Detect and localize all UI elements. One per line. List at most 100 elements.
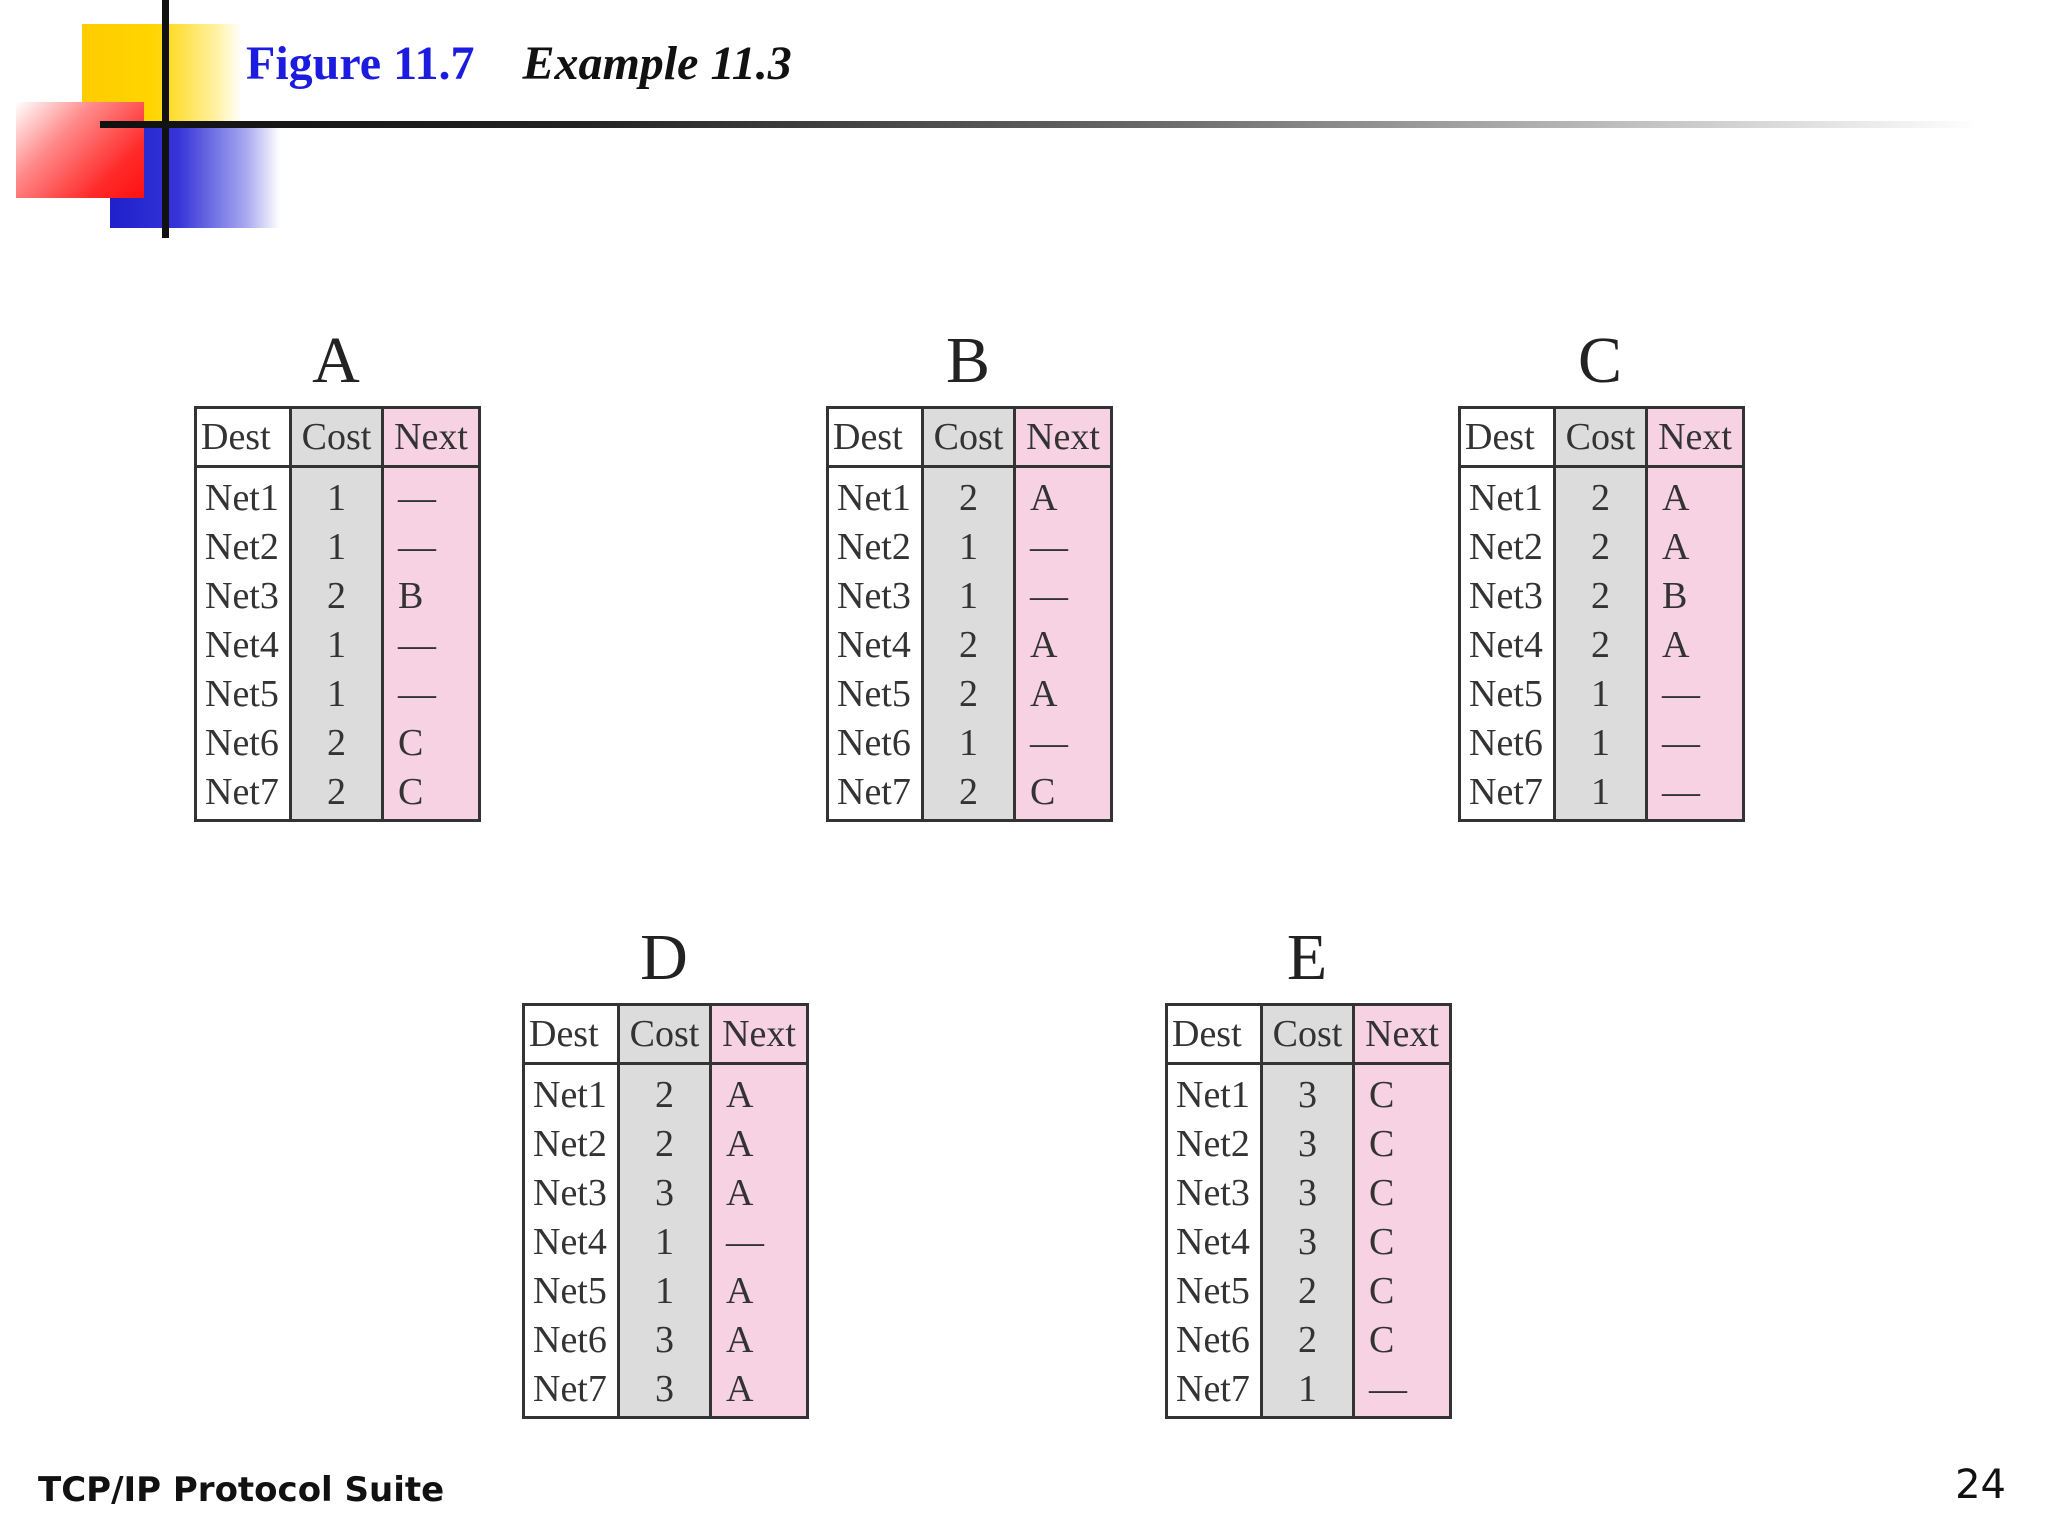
cost-cell: 1 — [1553, 670, 1648, 719]
dest-cell: Net5 — [522, 1267, 620, 1316]
next-hop-cell: C — [1013, 768, 1113, 821]
dest-cell: Net4 — [1458, 621, 1556, 670]
cost-header: Cost — [289, 406, 384, 468]
dest-cell: Net3 — [1165, 1169, 1263, 1218]
next-hop-cell: — — [381, 523, 481, 572]
next-hop-cell: A — [709, 1169, 809, 1218]
dest-cell: Net7 — [1165, 1365, 1263, 1418]
figure-label: Figure 11.7 — [246, 37, 475, 90]
cost-cell: 3 — [617, 1316, 712, 1365]
cost-cell: 1 — [289, 466, 384, 523]
next-hop-cell: A — [1013, 621, 1113, 670]
cost-cell: 3 — [1260, 1120, 1355, 1169]
cost-header: Cost — [1260, 1003, 1355, 1065]
next-hop-cell: A — [1645, 621, 1745, 670]
cost-cell: 1 — [921, 719, 1016, 768]
next-hop-cell: A — [1013, 466, 1113, 523]
next-header: Next — [1645, 406, 1745, 468]
cost-cell: 1 — [1553, 768, 1648, 821]
dest-header: Dest — [194, 406, 292, 468]
dest-cell: Net5 — [194, 670, 292, 719]
next-hop-cell: — — [1645, 768, 1745, 821]
cost-cell: 2 — [1553, 621, 1648, 670]
next-hop-cell: A — [709, 1316, 809, 1365]
cost-cell: 2 — [289, 572, 384, 621]
next-hop-cell: C — [381, 768, 481, 821]
dest-cell: Net5 — [1458, 670, 1556, 719]
next-hop-cell: — — [1013, 523, 1113, 572]
next-hop-cell: — — [1645, 670, 1745, 719]
dest-cell: Net6 — [826, 719, 924, 768]
cost-cell: 2 — [1260, 1316, 1355, 1365]
red-square — [16, 102, 144, 198]
next-header: Next — [1013, 406, 1113, 468]
next-hop-cell: C — [1352, 1267, 1452, 1316]
dest-cell: Net5 — [1165, 1267, 1263, 1316]
next-hop-cell: — — [381, 670, 481, 719]
dest-cell: Net3 — [1458, 572, 1556, 621]
example-label: Example 11.3 — [522, 37, 792, 90]
cost-cell: 1 — [289, 621, 384, 670]
router-name: D — [640, 921, 688, 994]
next-hop-cell: — — [709, 1218, 809, 1267]
cost-cell: 2 — [921, 621, 1016, 670]
next-hop-cell: — — [1352, 1365, 1452, 1418]
cost-cell: 3 — [1260, 1218, 1355, 1267]
cost-cell: 1 — [289, 670, 384, 719]
dest-cell: Net1 — [194, 466, 292, 523]
dest-header: Dest — [1458, 406, 1556, 468]
dest-cell: Net2 — [194, 523, 292, 572]
dest-cell: Net1 — [1165, 1063, 1263, 1120]
next-hop-cell: A — [709, 1063, 809, 1120]
cost-cell: 2 — [289, 768, 384, 821]
next-hop-cell: B — [381, 572, 481, 621]
next-hop-cell: C — [1352, 1218, 1452, 1267]
cost-cell: 2 — [617, 1063, 712, 1120]
slide-logo-decoration — [0, 0, 300, 250]
next-hop-cell: A — [709, 1120, 809, 1169]
router-name: A — [312, 324, 360, 397]
cost-cell: 2 — [617, 1120, 712, 1169]
next-header: Next — [1352, 1003, 1452, 1065]
router-name: E — [1286, 921, 1328, 994]
next-hop-cell: — — [1013, 572, 1113, 621]
next-hop-cell: — — [1645, 719, 1745, 768]
dest-cell: Net4 — [1165, 1218, 1263, 1267]
dest-cell: Net4 — [826, 621, 924, 670]
cost-cell: 1 — [921, 523, 1016, 572]
dest-cell: Net2 — [1165, 1120, 1263, 1169]
footer-text: TCP/IP Protocol Suite — [38, 1470, 445, 1510]
cost-cell: 1 — [1553, 719, 1648, 768]
cost-cell: 1 — [1260, 1365, 1355, 1418]
dest-cell: Net1 — [1458, 466, 1556, 523]
cost-cell: 1 — [921, 572, 1016, 621]
dest-cell: Net6 — [1458, 719, 1556, 768]
cost-cell: 3 — [1260, 1169, 1355, 1218]
